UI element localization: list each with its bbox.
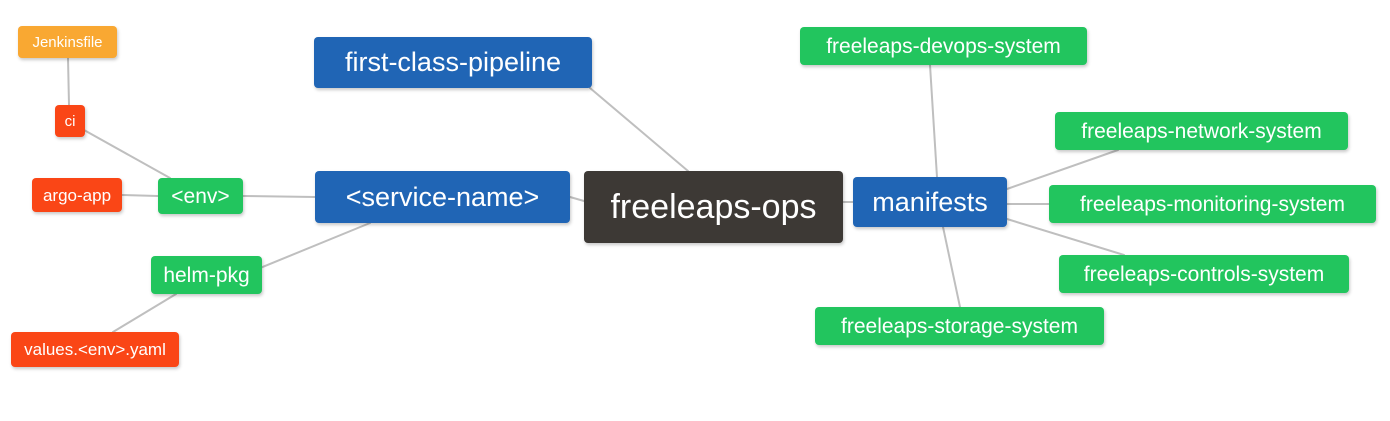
mindmap-node-label: manifests xyxy=(872,186,988,217)
mindmap-edge xyxy=(242,222,371,276)
mindmap-node-argo-app[interactable]: argo-app xyxy=(32,178,122,212)
mindmap-node-first-class-pipeline[interactable]: first-class-pipeline xyxy=(314,37,592,88)
mindmap-edge xyxy=(112,293,177,333)
mindmap-node-freeleaps-ops[interactable]: freeleaps-ops xyxy=(584,171,843,243)
mindmap-edge xyxy=(929,64,938,178)
mindmap-node-env[interactable]: <env> xyxy=(158,178,243,214)
mindmap-edge xyxy=(569,196,585,202)
mindmap-node-label: <service-name> xyxy=(345,181,540,212)
mindmap-node-label: argo-app xyxy=(42,185,112,205)
mindmap-node-label: ci xyxy=(64,112,76,130)
mindmap-node-label: values.<env>.yaml xyxy=(24,340,166,359)
mindmap-node-freeleaps-monitoring-system[interactable]: freeleaps-monitoring-system xyxy=(1049,185,1376,223)
mindmap-edge xyxy=(121,194,159,197)
mindmap-node-label: <env> xyxy=(171,184,230,208)
mindmap-node-service-name[interactable]: <service-name> xyxy=(315,171,570,223)
mindmap-node-label: freeleaps-network-system xyxy=(1081,119,1322,143)
mindmap-edge xyxy=(242,195,316,198)
mindmap-node-label: first-class-pipeline xyxy=(344,47,562,77)
mindmap-node-label: freeleaps-ops xyxy=(610,188,817,226)
mindmap-node-label: freeleaps-storage-system xyxy=(841,314,1078,338)
mindmap-node-freeleaps-devops-system[interactable]: freeleaps-devops-system xyxy=(800,27,1087,65)
mindmap-node-freeleaps-storage-system[interactable]: freeleaps-storage-system xyxy=(815,307,1104,345)
mindmap-node-freeleaps-network-system[interactable]: freeleaps-network-system xyxy=(1055,112,1348,150)
mindmap-node-values-env-yaml[interactable]: values.<env>.yaml xyxy=(11,332,179,367)
mindmap-node-freeleaps-controls-system[interactable]: freeleaps-controls-system xyxy=(1059,255,1349,293)
mindmap-node-label: Jenkinsfile xyxy=(32,33,103,51)
mindmap-node-jenkinsfile[interactable]: Jenkinsfile xyxy=(18,26,117,58)
mindmap-edge xyxy=(67,57,70,106)
mindmap-edge xyxy=(1006,149,1119,190)
mindmap-node-label: freeleaps-monitoring-system xyxy=(1080,192,1345,216)
mindmap-node-manifests[interactable]: manifests xyxy=(853,177,1007,227)
mindmap-node-label: freeleaps-controls-system xyxy=(1083,262,1325,286)
mindmap-node-label: helm-pkg xyxy=(163,263,250,287)
mindmap-node-helm-pkg[interactable]: helm-pkg xyxy=(151,256,262,294)
mindmap-node-ci[interactable]: ci xyxy=(55,105,85,137)
mindmap-edge xyxy=(83,129,171,179)
mindmap-edge xyxy=(589,87,689,172)
mindmap-node-label: freeleaps-devops-system xyxy=(826,34,1061,58)
mindmap-edge xyxy=(1006,218,1125,256)
mindmap-edge xyxy=(942,226,961,308)
